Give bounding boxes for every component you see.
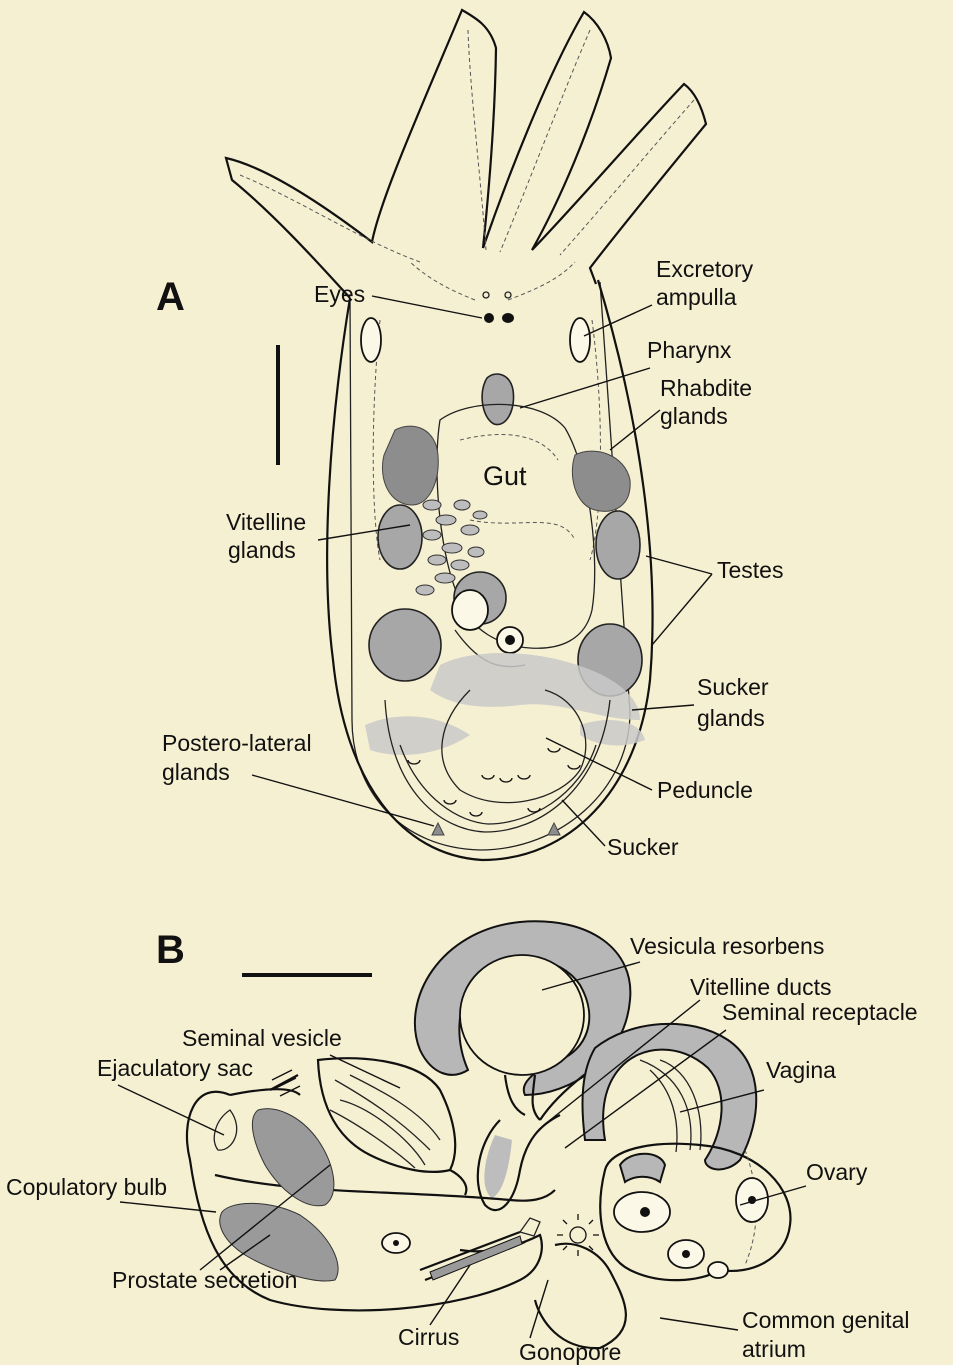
label-vesicula-resorbens: Vesicula resorbens xyxy=(630,933,824,959)
label-common-genital-2: atrium xyxy=(742,1336,806,1362)
label-common-genital-1: Common genital xyxy=(742,1307,909,1333)
excretory-ampulla-right xyxy=(570,318,590,362)
label-testes: Testes xyxy=(717,557,783,583)
label-vitelline-1: Vitelline xyxy=(226,509,306,535)
label-gonopore: Gonopore xyxy=(519,1339,621,1365)
cirrus xyxy=(430,1236,522,1280)
label-copulatory-bulb: Copulatory bulb xyxy=(6,1174,167,1200)
label-postero-1: Postero-lateral xyxy=(162,730,312,756)
label-sucker-glands-2: glands xyxy=(697,705,765,731)
label-sucker: Sucker xyxy=(607,834,679,860)
panel-label-a: A xyxy=(156,275,185,319)
label-peduncle: Peduncle xyxy=(657,777,753,803)
panel-label-b: B xyxy=(156,928,185,972)
label-excretory-1: Excretory xyxy=(656,256,754,282)
label-vitelline-2: glands xyxy=(228,537,296,563)
label-rhabdite-1: Rhabdite xyxy=(660,375,752,401)
excretory-ampulla-left xyxy=(361,318,381,362)
label-seminal-vesicle: Seminal vesicle xyxy=(182,1025,342,1051)
pharynx xyxy=(482,374,513,425)
vagina xyxy=(620,1154,665,1182)
label-seminal-receptacle: Seminal receptacle xyxy=(722,999,918,1025)
label-postero-2: glands xyxy=(162,759,230,785)
testis-upper-left xyxy=(378,505,422,569)
label-excretory-2: ampulla xyxy=(656,284,737,310)
label-prostate-secretion: Prostate secretion xyxy=(112,1267,297,1293)
postero-lateral-glands xyxy=(365,716,470,755)
label-rhabdite-2: glands xyxy=(660,403,728,429)
rhabdite-gland-left xyxy=(382,426,438,505)
eye-left xyxy=(484,313,494,323)
gonopore-sun xyxy=(557,1214,599,1256)
label-vagina: Vagina xyxy=(766,1057,836,1083)
label-vitelline-ducts: Vitelline ducts xyxy=(690,974,832,1000)
label-pharynx: Pharynx xyxy=(647,337,732,363)
label-ovary: Ovary xyxy=(806,1159,868,1185)
rhabdite-gland-right xyxy=(572,451,630,511)
label-eyes: Eyes xyxy=(314,281,365,307)
sucker-hooks xyxy=(408,748,580,816)
label-cirrus: Cirrus xyxy=(398,1324,459,1350)
label-sucker-glands-1: Sucker xyxy=(697,674,769,700)
common-genital-atrium xyxy=(535,1244,626,1348)
testis-upper-right xyxy=(596,511,640,579)
label-gut: Gut xyxy=(483,461,527,491)
testis-lower-left xyxy=(369,609,441,681)
eye-right xyxy=(502,313,514,323)
label-ejaculatory-sac: Ejaculatory sac xyxy=(97,1055,253,1081)
